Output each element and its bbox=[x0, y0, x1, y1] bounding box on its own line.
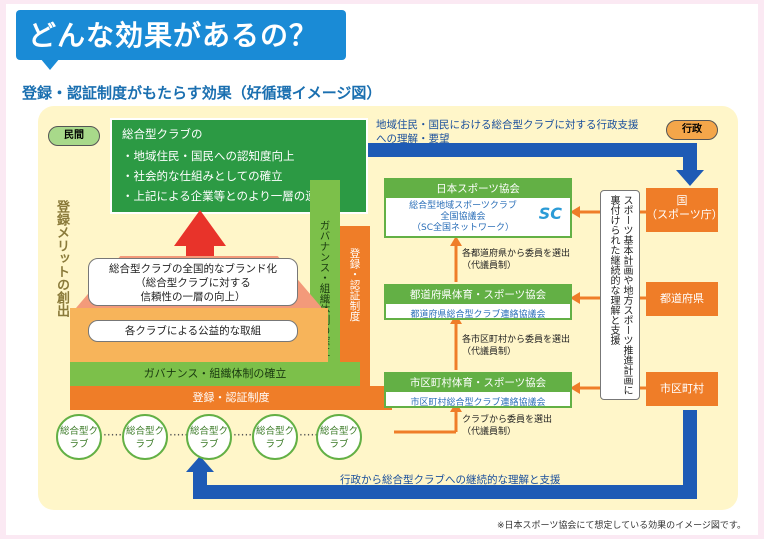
sc-logo: SC bbox=[538, 204, 562, 223]
jspo-head: 日本スポーツ協会 bbox=[386, 180, 570, 198]
plan-support-box: スポーツ基本計画や地方スポーツ推進計画に裏付けられた継続的な理解と支援 bbox=[600, 190, 640, 400]
club-circle: 総合型クラブ bbox=[252, 414, 298, 460]
pref-box: 都道府県体育・スポーツ協会 都道府県総合型クラブ連絡協議会 bbox=[384, 284, 572, 320]
public-activity-box: 各クラブによる公益的な取組 bbox=[88, 320, 298, 342]
dots: ····· bbox=[299, 428, 319, 442]
club-effects-box: 総合型クラブの ・地域住民・国民への認知度向上 ・社会的な仕組みとしての確立 ・… bbox=[110, 118, 368, 214]
club-effects-line4: ・上記による企業等とのより一層の連携 bbox=[122, 189, 329, 203]
footnote: ※日本スポーツ協会にて想定している効果のイメージ図です。 bbox=[496, 521, 746, 531]
pref-body: 都道府県総合型クラブ連絡協議会 bbox=[410, 310, 546, 320]
city-selection-note: 各市区町村から委員を選出（代議員制） bbox=[462, 335, 571, 357]
diagram-subtitle: 登録・認証制度がもたらす効果（好循環イメージ図） bbox=[22, 84, 382, 102]
merit-creation-label: 登録メリットの創出 bbox=[54, 200, 69, 317]
administration-tag: 行政 bbox=[666, 120, 718, 140]
dots: ····· bbox=[233, 428, 253, 442]
title-banner-tail bbox=[40, 58, 60, 70]
club-effects-line2: ・地域住民・国民への認知度向上 bbox=[122, 149, 295, 163]
pref-gov-box: 都道府県 bbox=[646, 282, 718, 316]
club-circle: 総合型クラブ bbox=[122, 414, 168, 460]
city-gov-box: 市区町村 bbox=[646, 372, 718, 406]
club-selection-note: クラブから委員を選出（代議員制） bbox=[462, 415, 553, 437]
pref-head: 都道府県体育・スポーツ協会 bbox=[386, 286, 570, 304]
city-box: 市区町村体育・スポーツ協会 市区町村総合型クラブ連絡協議会 bbox=[384, 372, 572, 408]
title-banner bbox=[16, 10, 346, 60]
city-body: 市区町村総合型クラブ連絡協議会 bbox=[410, 398, 546, 408]
dots: ····· bbox=[103, 428, 123, 442]
page-title: どんな効果があるの？ bbox=[28, 19, 319, 52]
city-head: 市区町村体育・スポーツ協会 bbox=[386, 374, 570, 392]
dots: ····· bbox=[169, 428, 189, 442]
top-flow-label: 地域住民・国民における総合型クラブに対する行政支援への理解・要望 bbox=[376, 119, 639, 145]
brand-line1: 総合型クラブの全国的なブランド化 bbox=[109, 263, 277, 275]
register-column-label: 登録・認証制度 bbox=[348, 248, 361, 322]
club-effects-line1: 総合型クラブの bbox=[122, 127, 203, 141]
brand-box: 総合型クラブの全国的なブランド化 （総合型クラブに対する 信頼性の一層の向上） bbox=[88, 258, 298, 306]
club-circle: 総合型クラブ bbox=[56, 414, 102, 460]
governance-band: ガバナンス・組織体制の確立 bbox=[70, 362, 360, 386]
jspo-box: 日本スポーツ協会 総合型地域スポーツクラブ 全国協議会 （SC全国ネットワーク）… bbox=[384, 178, 572, 238]
private-sector-tag: 民間 bbox=[48, 126, 100, 146]
national-gov-box: 国（スポーツ庁） bbox=[646, 188, 723, 232]
plan-support-text: スポーツ基本計画や地方スポーツ推進計画に裏付けられた継続的な理解と支援 bbox=[608, 195, 632, 395]
register-column: 登録・認証制度 bbox=[340, 226, 370, 386]
club-circle: 総合型クラブ bbox=[316, 414, 362, 460]
club-effects-line3: ・社会的な仕組みとしての確立 bbox=[122, 169, 283, 183]
jspo-body: 総合型地域スポーツクラブ 全国協議会 （SC全国ネットワーク） bbox=[409, 201, 517, 233]
bottom-flow-label: 行政から総合型クラブへの継続的な理解と支援 bbox=[340, 474, 561, 486]
club-circle: 総合型クラブ bbox=[186, 414, 232, 460]
brand-line3: 信頼性の一層の向上） bbox=[140, 291, 246, 303]
pref-selection-note: 各都道府県から委員を選出（代議員制） bbox=[462, 249, 571, 271]
upward-arrow-icon bbox=[174, 210, 226, 246]
register-band: 登録・認証制度 bbox=[70, 386, 392, 410]
brand-line2: （総合型クラブに対する bbox=[135, 277, 251, 289]
